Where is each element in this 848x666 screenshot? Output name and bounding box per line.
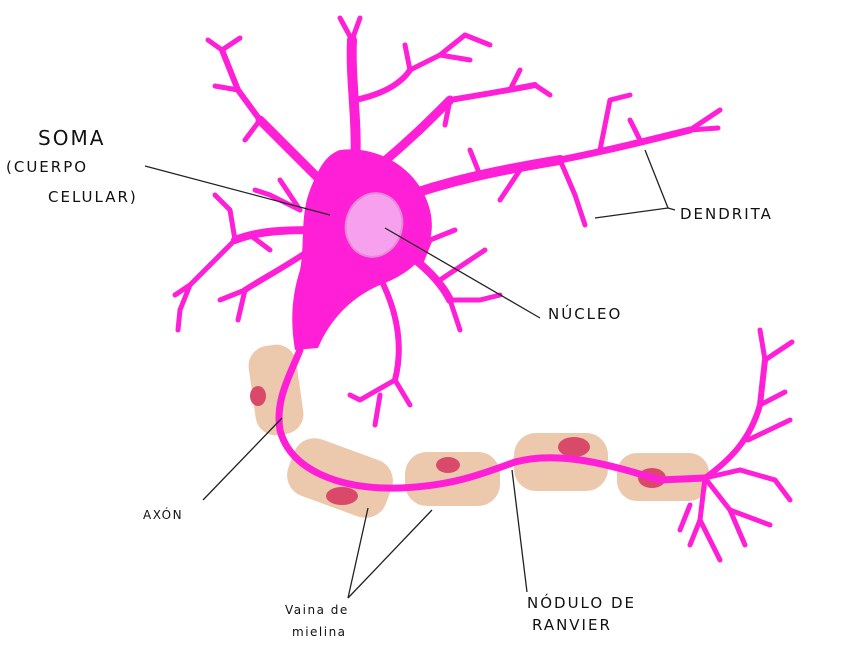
dendrite — [219, 47, 263, 123]
axon-terminal-branch — [697, 517, 723, 563]
dendrite — [497, 167, 523, 203]
dendrite-label: DENDRITA — [680, 205, 773, 223]
axon-terminal-branch — [757, 389, 788, 408]
dendrite — [437, 247, 488, 283]
soma-leader-line — [144, 165, 331, 216]
dendrite — [442, 97, 453, 128]
dendrite — [217, 287, 248, 303]
dendrite — [407, 32, 468, 73]
myelin-label-line2: mielina — [292, 625, 347, 639]
dendrite — [467, 147, 483, 178]
ranvier-leader-line — [511, 469, 528, 593]
schwann-nucleus — [326, 487, 358, 505]
schwann-nucleus — [558, 437, 590, 457]
dendrite-leader-line — [594, 149, 676, 219]
dendrite — [212, 83, 241, 93]
dendrite — [375, 95, 455, 170]
dendrite — [205, 37, 225, 53]
dendrite — [242, 117, 263, 143]
dendrite — [447, 297, 463, 333]
ranvier-label: NÓDULO DE — [527, 594, 636, 612]
dendrite — [507, 67, 523, 93]
dendrite — [437, 52, 473, 63]
schwann-nucleus — [436, 457, 460, 473]
myelin-leader-line — [347, 509, 433, 599]
dendrite — [352, 67, 413, 103]
myelin-label: Vaina de — [285, 603, 349, 617]
axon-terminal-branch — [702, 467, 778, 483]
leader-lines — [144, 149, 676, 599]
dendrite — [402, 42, 413, 73]
dendrite — [247, 232, 273, 253]
myelin-leader-line — [347, 507, 369, 599]
nucleus-label: NÚCLEO — [548, 305, 623, 323]
axon-terminal-branch — [727, 507, 773, 528]
axon-terminal-branch — [762, 339, 795, 363]
dendrite — [349, 15, 363, 43]
dendrite — [235, 287, 248, 323]
myelin-sheath-segments — [248, 344, 709, 518]
soma-label: SOMA — [38, 126, 106, 150]
axon-terminal-branch — [702, 357, 768, 481]
dendrite — [175, 282, 193, 333]
dendrite — [447, 82, 538, 103]
dendrite — [447, 292, 503, 303]
dendrite — [347, 377, 398, 403]
schwann-nucleus — [250, 386, 266, 406]
axon-leader-line — [202, 417, 283, 501]
axon-terminal-branch — [677, 502, 693, 533]
axon — [275, 346, 709, 492]
dendrite — [212, 192, 238, 243]
axon-label: AXÓN — [143, 508, 184, 522]
dendrite — [417, 227, 458, 268]
dendrite — [557, 157, 588, 228]
axon-terminal-branch — [745, 417, 793, 443]
soma-label-line3: CELULAR) — [48, 188, 138, 206]
dendrite — [337, 15, 355, 43]
dendrite — [687, 125, 721, 133]
dendrite — [219, 35, 243, 53]
dendrite — [556, 126, 694, 164]
dendrite — [627, 117, 643, 143]
axon-terminal-branch — [757, 327, 768, 363]
axon-terminal-branch — [772, 477, 793, 503]
nucleus-leader-line — [384, 227, 541, 319]
dendrite — [532, 82, 553, 98]
dendrite — [172, 262, 213, 298]
dendrite — [277, 177, 303, 213]
dendrite — [597, 92, 633, 153]
dendrite — [687, 107, 723, 133]
dendrite — [372, 392, 383, 428]
soma-label-line2: (CUERPO — [6, 158, 89, 176]
nucleus — [344, 192, 404, 258]
ranvier-label-line2: RANVIER — [532, 616, 612, 634]
dendrite — [462, 32, 493, 48]
dendrite — [392, 377, 413, 408]
dendrite — [207, 237, 238, 268]
axon-terminals — [677, 327, 795, 563]
